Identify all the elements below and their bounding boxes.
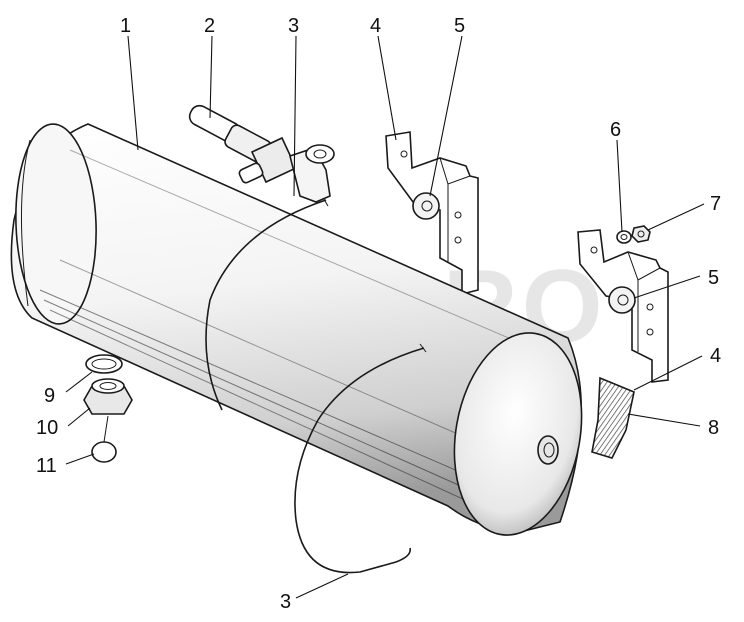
callout-8: 8 — [708, 417, 719, 439]
callout-1: 1 — [120, 15, 131, 37]
leader-lines — [65, 35, 705, 599]
drain-ring — [91, 415, 117, 463]
spring-washer — [616, 230, 632, 244]
callout-9: 9 — [44, 385, 55, 407]
callout-7: 7 — [710, 193, 721, 215]
drain-plug — [83, 378, 133, 415]
callout-11: 11 — [36, 455, 57, 477]
washer-upper — [412, 192, 440, 220]
connecting-tube — [294, 343, 427, 574]
callout-3b: 3 — [280, 591, 291, 613]
pipe-fitting-assembly — [188, 104, 335, 203]
callout-2: 2 — [204, 15, 215, 37]
sealing-ring — [85, 354, 123, 374]
callout-4: 4 — [370, 15, 381, 37]
callout-4b: 4 — [710, 345, 721, 367]
air-receiver-tank — [10, 123, 583, 536]
callout-10: 10 — [36, 417, 58, 439]
end-cap-fitting — [537, 435, 559, 465]
nut — [631, 225, 651, 243]
callout-6: 6 — [610, 119, 621, 141]
callout-5: 5 — [454, 15, 465, 37]
callout-3: 3 — [288, 15, 299, 37]
washer-lower — [608, 286, 636, 314]
callout-5b: 5 — [708, 267, 719, 289]
tank-end-cap — [453, 332, 583, 536]
rubber-pad — [591, 376, 635, 459]
callout-labels: 1 2 3 4 5 6 7 5 4 8 9 10 11 3 — [36, 15, 721, 613]
